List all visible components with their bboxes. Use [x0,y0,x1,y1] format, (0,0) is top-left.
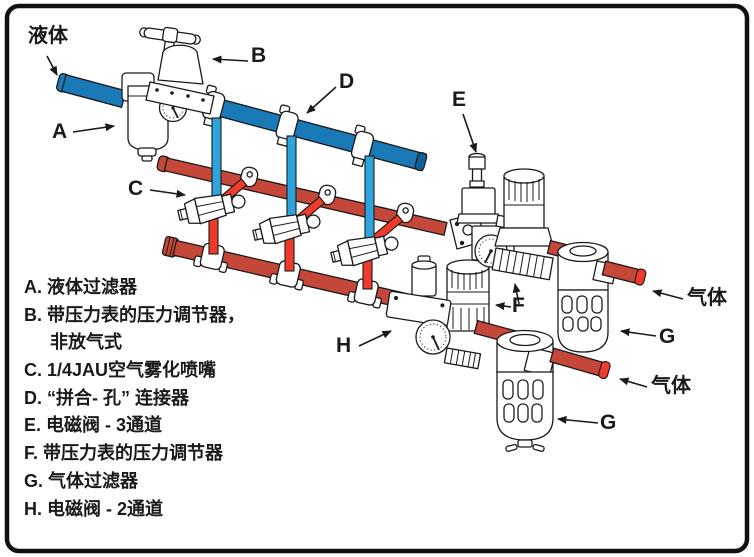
callout-f: F [512,294,525,317]
legend-item-e: E. 电磁阀 - 3通道 [24,415,163,436]
callout-g-bottom: G [600,411,617,434]
callout-arrows [46,55,684,424]
legend: A. 液体过滤器 B. 带压力表的压力调节器， 非放气式 C. 1/4JAU空气… [24,274,245,523]
gas-inlet-pipe-top [601,260,647,286]
pressure-gauge [415,319,451,355]
air-filter-g-top [557,241,647,353]
callout-c: C [128,177,144,200]
callout-b: B [251,44,267,67]
legend-item-g: G. 气体过滤器 [24,470,139,491]
callout-e: E [452,88,467,111]
legend-item-c: C. 1/4JAU空气雾化喷嘴 [24,360,217,381]
callout-gas-top: 气体 [687,287,727,309]
air-filter-g-bottom [496,329,611,452]
legend-item-b-line2: 非放气式 [50,332,122,353]
liquid-pipe [55,73,428,172]
regulator-f-lower-knob [446,259,490,332]
ribbed-ring [443,347,482,370]
pipe-clamp [239,166,415,224]
callout-a: A [52,120,68,143]
callout-liquid: 液体 [28,25,68,47]
legend-item-a: A. 液体过滤器 [24,277,138,297]
legend-item-b: B. 带压力表的压力调节器， [24,304,245,325]
callout-g-top: G [659,325,676,348]
drain-valve [505,439,545,452]
legend-item-h: H. 电磁阀 - 2通道 [24,498,164,519]
callout-h: H [336,334,352,357]
nozzle-c-2 [252,213,321,245]
callout-d: D [339,70,355,93]
legend-item-f: F. 带压力表的压力调节器 [24,443,224,464]
legend-item-d: D. “拼合- 孔” 连接器 [24,387,189,408]
figure-border [4,3,750,554]
callout-gas-bottom: 气体 [651,375,691,397]
nozzle-c-1 [177,193,246,225]
air-manifold-upper [156,155,448,237]
ribbed-ring [491,247,554,281]
gas-inlet-pipe-bottom [549,347,611,380]
nozzle-c-3 [330,235,399,267]
regulator-b [139,26,215,115]
connector-d [202,84,375,168]
